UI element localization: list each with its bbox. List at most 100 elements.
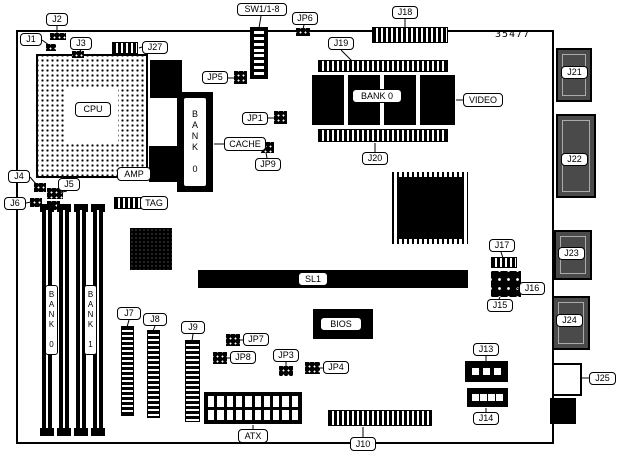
callout-j18: J18 (392, 6, 418, 19)
pin (291, 409, 298, 420)
j14-connector (467, 388, 508, 407)
pin (263, 409, 271, 420)
atx-connector (204, 392, 302, 424)
pin (483, 368, 490, 375)
jp5-jumper (234, 71, 247, 84)
video-label: VIDEO (463, 93, 503, 107)
pin (494, 368, 501, 375)
simm-bank0-label: BANK 0 (45, 285, 58, 355)
tag-label: TAG (140, 196, 168, 210)
j13-connector (465, 361, 508, 382)
simm-slot-4 (93, 210, 103, 428)
jp6-jumper (296, 28, 310, 36)
pin (254, 54, 264, 58)
callout-jp4: JP4 (323, 361, 349, 374)
pin (282, 409, 289, 420)
callout-jp1: JP1 (242, 112, 268, 125)
pin (217, 409, 224, 420)
pin (226, 396, 233, 407)
simm-slot-4-bottom-clip (91, 428, 105, 436)
pin (254, 31, 264, 34)
j20-connector (318, 129, 448, 142)
j10-connector (328, 410, 432, 426)
simm-slot-4-top-clip (91, 204, 105, 212)
callout-j22: J22 (561, 153, 588, 166)
simm-slot-2-top-clip (57, 204, 71, 212)
atx-label: ATX (238, 429, 268, 443)
j4-connector (34, 183, 46, 192)
sw1-dip-switch (250, 27, 268, 79)
jp1-jumper (274, 111, 287, 124)
pin (263, 396, 271, 407)
board-number: 35477 (495, 29, 531, 40)
pin (254, 48, 264, 52)
callout-j1: J1 (20, 33, 42, 46)
jp7-jumper (226, 334, 240, 346)
edge-corner-block (550, 398, 576, 424)
vram-chip-4 (420, 75, 455, 125)
simm-bank1-label: BANK 1 (84, 285, 97, 355)
cache-chip-lower (149, 146, 179, 182)
callout-j4: J4 (8, 170, 30, 183)
callout-j13: J13 (473, 343, 499, 356)
simm-slot-1-bottom-clip (40, 428, 54, 436)
pin (245, 409, 252, 420)
callout-j5: J5 (58, 178, 80, 191)
j25-port (552, 363, 582, 396)
pin (254, 60, 264, 64)
pin (226, 409, 233, 420)
callout-j7: J7 (117, 307, 141, 320)
jp4-jumper (305, 362, 320, 374)
simm-slot-3-top-clip (74, 204, 88, 212)
cache-bank0-label: BANK 0 (183, 97, 207, 187)
callout-j23: J23 (558, 247, 585, 260)
callout-j17: J17 (489, 239, 515, 252)
video-controller-chip (392, 172, 468, 244)
pin (472, 394, 480, 401)
cpu-label: CPU (75, 102, 111, 117)
callout-j6: J6 (4, 197, 26, 210)
callout-j21: J21 (561, 66, 588, 79)
callout-j15: J15 (487, 299, 513, 312)
callout-jp6: JP6 (292, 12, 318, 25)
callout-jp7: JP7 (243, 333, 269, 346)
j1-connector (46, 44, 56, 51)
pin (273, 409, 280, 420)
pin (472, 368, 479, 375)
pin (254, 409, 261, 420)
j3-connector (72, 51, 84, 58)
pin (480, 394, 488, 401)
callout-sw1: SW1/1-8 (237, 3, 287, 16)
j19-connector (318, 60, 448, 72)
pin (495, 394, 503, 401)
pin (208, 409, 215, 420)
j17-connector (491, 257, 517, 268)
callout-j10: J10 (350, 437, 376, 451)
pin (273, 396, 280, 407)
pin (254, 71, 264, 75)
callout-j20: J20 (362, 152, 388, 165)
callout-j8: J8 (143, 313, 167, 326)
cache-label: CACHE (224, 137, 266, 151)
simm-slot-2-bottom-clip (57, 428, 71, 436)
pin (254, 36, 264, 40)
sl1-label: SL1 (298, 272, 328, 286)
callout-jp3: JP3 (273, 349, 299, 362)
j27-connector (112, 42, 138, 54)
pin (254, 42, 264, 46)
j6-connector (30, 198, 42, 207)
pin (282, 396, 289, 407)
pin (235, 396, 243, 407)
amp-label: AMP (117, 167, 151, 181)
j9-slot (185, 340, 200, 422)
pin (245, 396, 252, 407)
callout-j27: J27 (142, 41, 168, 54)
jp8-jumper (213, 352, 227, 364)
simm-slot-2 (59, 210, 69, 428)
pin (217, 396, 224, 407)
cache-chip-upper (150, 60, 182, 98)
j5-connector (47, 188, 63, 199)
simm-slot-1-top-clip (40, 204, 54, 212)
pin (254, 396, 261, 407)
j2-connector (50, 33, 66, 40)
